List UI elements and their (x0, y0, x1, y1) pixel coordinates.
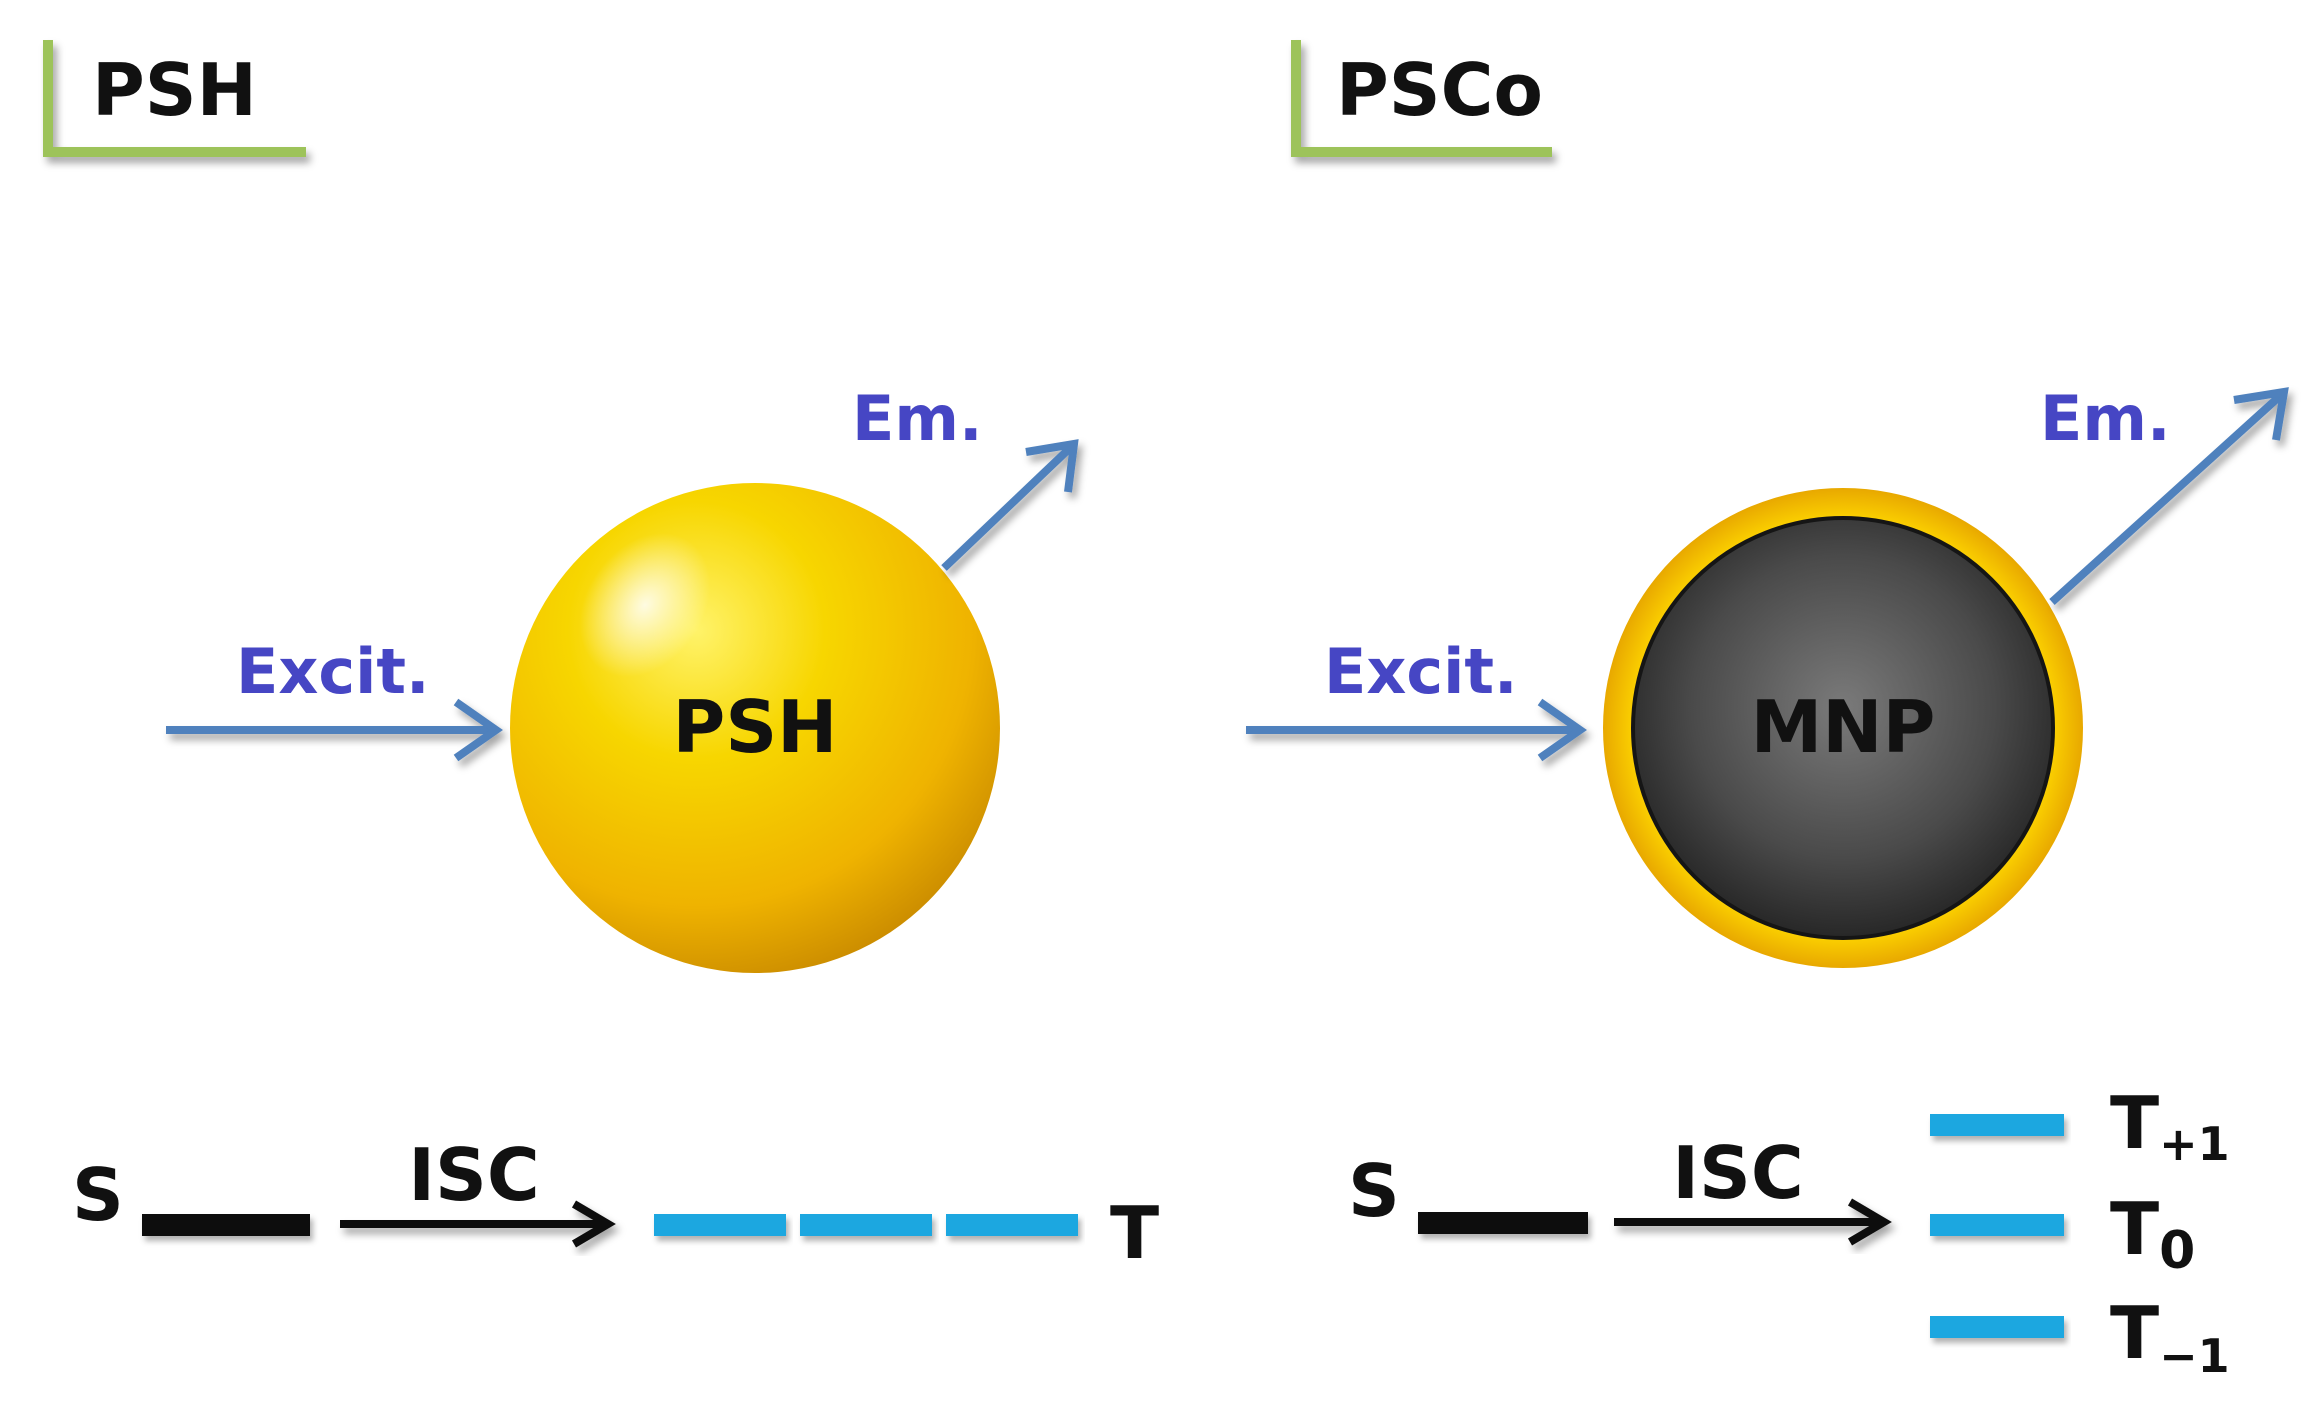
panel-psh: PSH Excit. PSH Em. S ISC T (43, 40, 1159, 1275)
singlet-level (142, 1214, 310, 1236)
singlet-label: S (1348, 1149, 1400, 1233)
isc-label: ISC (408, 1133, 539, 1217)
isc-arrow (340, 1200, 616, 1248)
panel-psco: PSCo Excit. MNP Em. S ISC T+1 T0 T−1 (1246, 40, 2289, 1383)
panel-title: PSH (92, 48, 257, 132)
isc-label: ISC (1672, 1131, 1803, 1215)
triplet-label-plus1: T+1 (2110, 1081, 2230, 1171)
triplet-label: T (1110, 1191, 1159, 1275)
particle-label: MNP (1751, 685, 1936, 769)
emission-arrow (941, 439, 1079, 571)
triplet-label-0: T0 (2110, 1187, 2195, 1281)
triplet-label-minus1: T−1 (2110, 1291, 2230, 1383)
singlet-level (1418, 1212, 1588, 1234)
excitation-arrow (1246, 698, 1587, 762)
excitation-arrow (166, 698, 503, 762)
title-bracket (43, 40, 306, 157)
particle-label: PSH (673, 685, 838, 769)
triplet-level-minus1 (1930, 1316, 2064, 1338)
title-bracket (1291, 40, 1552, 157)
excitation-label: Excit. (1324, 635, 1518, 708)
emission-label: Em. (852, 382, 983, 455)
emission-arrow (2049, 387, 2289, 605)
singlet-label: S (72, 1153, 124, 1237)
triplet-level (800, 1214, 932, 1236)
excitation-label: Excit. (236, 635, 430, 708)
triplet-level-0 (1930, 1214, 2064, 1236)
mnp-core-shell-particle: MNP (1603, 488, 2083, 968)
triplet-level-plus1 (1930, 1114, 2064, 1136)
psh-particle: PSH (510, 483, 1000, 973)
core (1631, 516, 2055, 940)
triplet-level (654, 1214, 786, 1236)
emission-label: Em. (2040, 382, 2171, 455)
panel-title: PSCo (1336, 48, 1543, 132)
triplet-level (946, 1214, 1078, 1236)
isc-arrow (1614, 1198, 1892, 1246)
